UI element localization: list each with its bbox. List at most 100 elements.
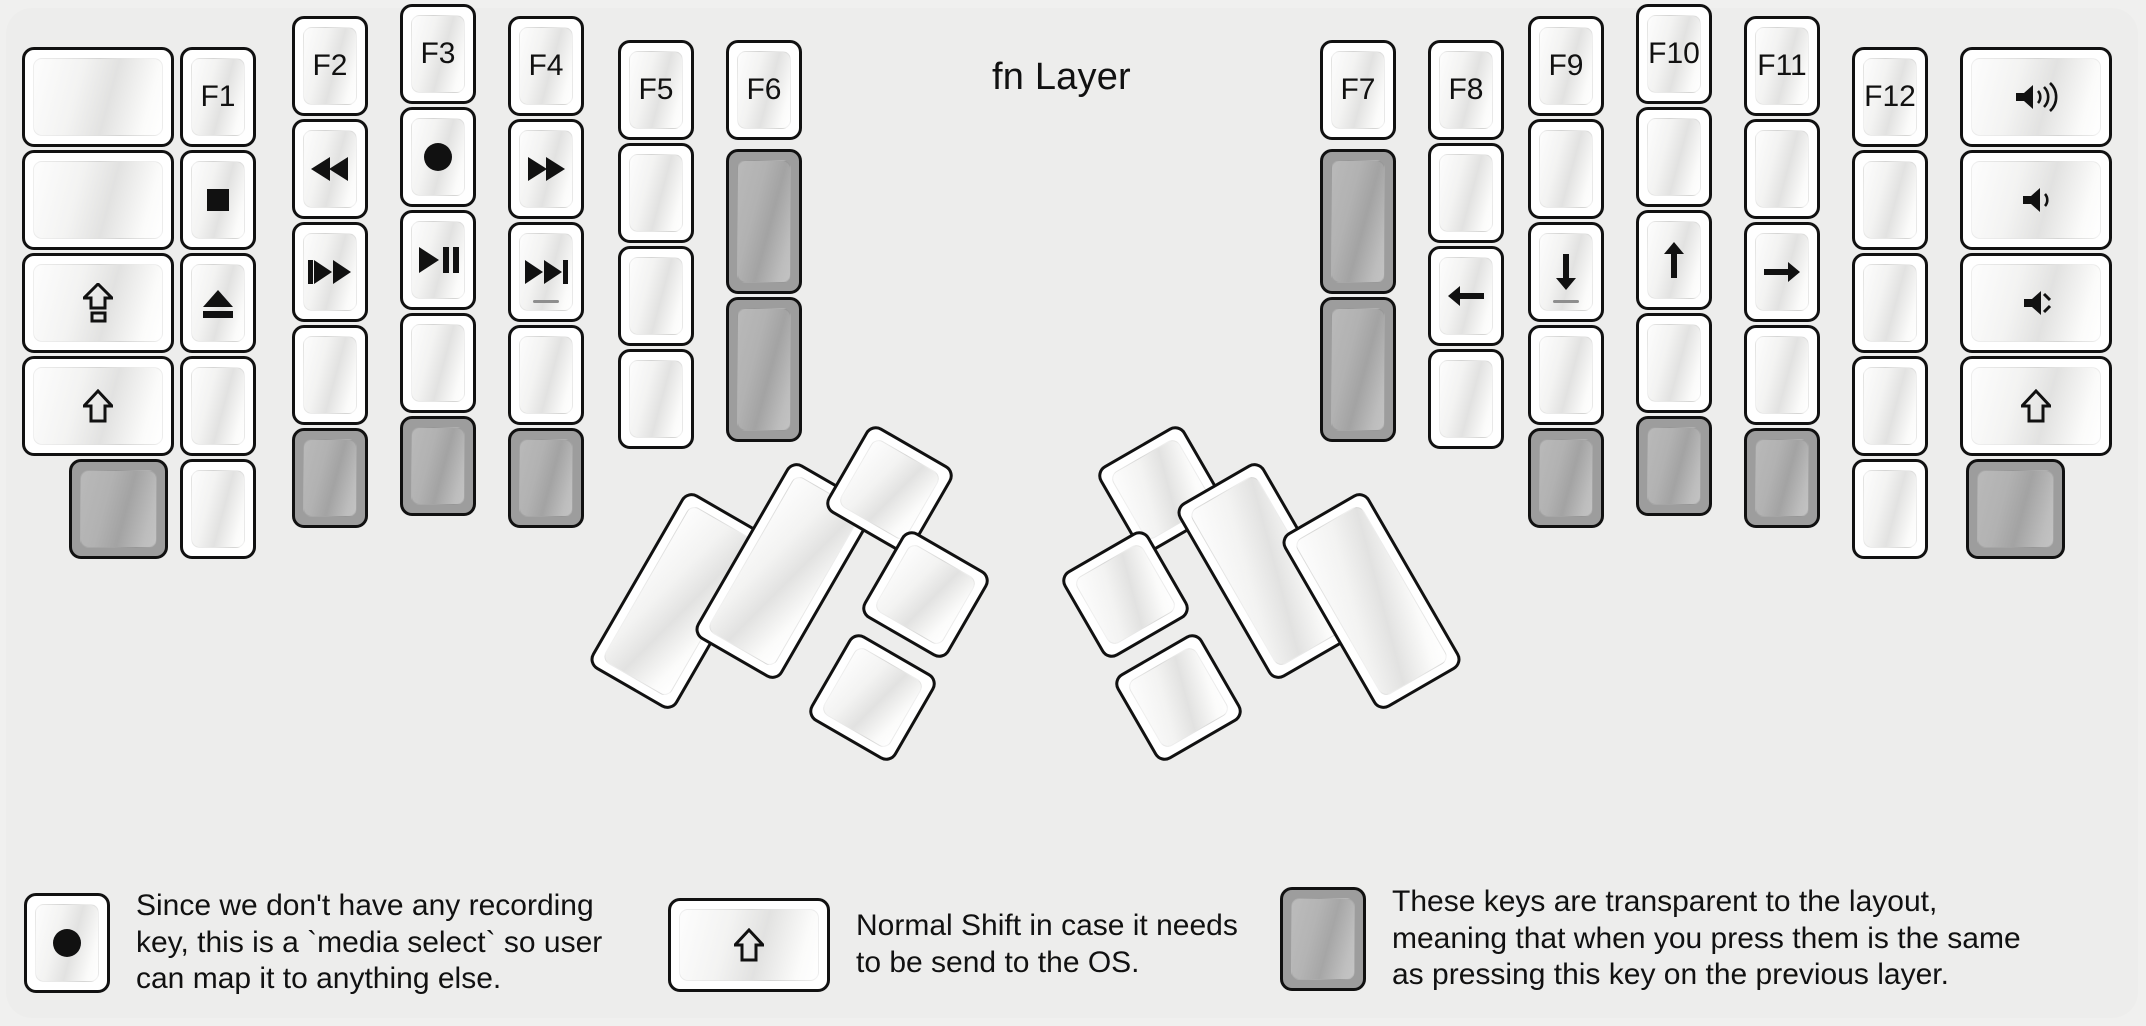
key-cap (411, 427, 465, 505)
key-col-f5-r3[interactable] (618, 246, 694, 346)
key-cap: F8 (1439, 51, 1493, 129)
key-col-f3-r2[interactable] (400, 107, 476, 207)
legend-key (1280, 886, 1366, 991)
key-col-outer-left-r5[interactable] (69, 459, 168, 559)
key-col-f10-r1[interactable]: F10 (1636, 4, 1712, 104)
legend-text: These keys are transparent to the layout… (1392, 885, 2021, 992)
arrow-down-icon (1553, 252, 1579, 292)
key-cap: F6 (737, 51, 791, 129)
volume-mute-icon (2021, 288, 2051, 318)
key-cap (737, 160, 791, 283)
key-cap (191, 264, 245, 342)
key-col-f12-r4[interactable] (1852, 356, 1928, 456)
key-col-outer-right-r5[interactable] (1966, 459, 2065, 559)
key-col-f12-r2[interactable] (1852, 150, 1928, 250)
key-col-f1-r1[interactable]: F1 (180, 47, 256, 147)
key-col-f1-r4[interactable] (180, 356, 256, 456)
key-cap (303, 233, 357, 311)
key-col-f6-r3[interactable] (726, 297, 802, 442)
key-col-f6-r1[interactable]: F6 (726, 40, 802, 140)
key-cap (1971, 264, 2101, 342)
key-col-f7-r1[interactable]: F7 (1320, 40, 1396, 140)
key-col-f9-r1[interactable]: F9 (1528, 16, 1604, 116)
key-cap (1647, 221, 1701, 299)
volume-down-icon (2020, 185, 2052, 215)
key-col-outer-left-r2[interactable] (22, 150, 174, 250)
key-col-f12-r1[interactable]: F12 (1852, 47, 1928, 147)
arrow-right-icon (1762, 259, 1802, 285)
page-title: fn Layer (992, 56, 1131, 98)
key-col-f11-r4[interactable] (1744, 325, 1820, 425)
key-col-f2-r2[interactable] (292, 119, 368, 219)
key-cap: F11 (1755, 27, 1809, 105)
key-col-f4-r1[interactable]: F4 (508, 16, 584, 116)
media-fastforward-icon (526, 156, 566, 182)
key-col-f3-r4[interactable] (400, 313, 476, 413)
key-col-f12-r5[interactable] (1852, 459, 1928, 559)
key-col-f9-r4[interactable] (1528, 325, 1604, 425)
key-col-f11-r2[interactable] (1744, 119, 1820, 219)
key-col-f3-r3[interactable] (400, 210, 476, 310)
key-col-f2-r5[interactable] (292, 428, 368, 528)
key-col-f12-r3[interactable] (1852, 253, 1928, 353)
key-col-f8-r2[interactable] (1428, 143, 1504, 243)
key-col-outer-right-r2[interactable] (1960, 150, 2112, 250)
key-label: F11 (1757, 49, 1807, 82)
legend-item-normal-shift: Normal Shift in case it needs to be send… (668, 898, 1238, 992)
key-col-f7-r2[interactable] (1320, 149, 1396, 294)
key-col-f5-r1[interactable]: F5 (618, 40, 694, 140)
legend-text: Since we don't have any recording key, t… (136, 889, 603, 996)
key-col-f10-r5[interactable] (1636, 416, 1712, 516)
key-col-f4-r4[interactable] (508, 325, 584, 425)
key-col-f5-r4[interactable] (618, 349, 694, 449)
key-col-outer-left-r1[interactable] (22, 47, 174, 147)
key-col-f9-r5[interactable] (1528, 428, 1604, 528)
legend-item-transparent: These keys are transparent to the layout… (1280, 884, 2021, 994)
key-col-f1-r2[interactable] (180, 150, 256, 250)
key-col-f10-r2[interactable] (1636, 107, 1712, 207)
key-col-f8-r3[interactable] (1428, 246, 1504, 346)
key-col-outer-right-r4[interactable] (1960, 356, 2112, 456)
key-col-f3-r1[interactable]: F3 (400, 4, 476, 104)
key-cap (519, 336, 573, 414)
legend-item-media-select: Since we don't have any recording key, t… (24, 888, 602, 998)
key-col-f6-r2[interactable] (726, 149, 802, 294)
key-col-outer-right-r1[interactable] (1960, 47, 2112, 147)
key-cap (303, 439, 357, 517)
key-cap (303, 130, 357, 208)
key-col-f11-r1[interactable]: F11 (1744, 16, 1820, 116)
key-col-f11-r3[interactable] (1744, 222, 1820, 322)
key-col-f7-r3[interactable] (1320, 297, 1396, 442)
key-col-f3-r5[interactable] (400, 416, 476, 516)
key-cap: F1 (191, 58, 245, 136)
key-col-f2-r3[interactable] (292, 222, 368, 322)
media-record-icon (423, 142, 453, 172)
media-eject-icon (201, 288, 235, 318)
key-col-f9-r2[interactable] (1528, 119, 1604, 219)
key-cap (1647, 427, 1701, 505)
key-col-f1-r3[interactable] (180, 253, 256, 353)
key-col-f4-r3[interactable] (508, 222, 584, 322)
key-cap (33, 367, 163, 445)
key-col-f5-r2[interactable] (618, 143, 694, 243)
caps-lock-icon (83, 283, 113, 323)
key-col-f11-r5[interactable] (1744, 428, 1820, 528)
key-col-f9-r3[interactable] (1528, 222, 1604, 322)
key-col-outer-right-r3[interactable] (1960, 253, 2112, 353)
key-col-f2-r1[interactable]: F2 (292, 16, 368, 116)
key-label: F3 (420, 37, 456, 70)
key-col-f4-r2[interactable] (508, 119, 584, 219)
media-playpause-icon (417, 246, 459, 274)
key-col-f10-r4[interactable] (1636, 313, 1712, 413)
key-col-f10-r3[interactable] (1636, 210, 1712, 310)
key-cap (629, 360, 683, 438)
key-col-outer-left-r3[interactable] (22, 253, 174, 353)
key-cap (191, 161, 245, 239)
key-col-f8-r1[interactable]: F8 (1428, 40, 1504, 140)
key-col-f8-r4[interactable] (1428, 349, 1504, 449)
key-col-f2-r4[interactable] (292, 325, 368, 425)
shift-icon (2021, 389, 2051, 423)
key-col-outer-left-r4[interactable] (22, 356, 174, 456)
key-col-f4-r5[interactable] (508, 428, 584, 528)
key-col-f1-r5[interactable] (180, 459, 256, 559)
